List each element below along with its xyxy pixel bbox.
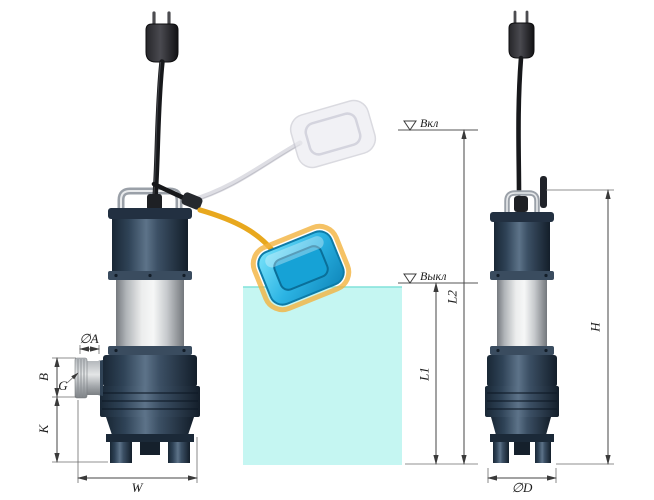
label-b: B xyxy=(36,373,51,381)
level-marker-on: Вкл xyxy=(398,116,478,131)
pump-side-view xyxy=(485,10,559,463)
ext-lines-h xyxy=(546,189,614,465)
label-k: K xyxy=(36,423,51,434)
volute-ribs xyxy=(102,392,198,410)
carry-handle-side-highlight xyxy=(506,192,538,216)
base-plate xyxy=(106,434,194,442)
volute-upper-side xyxy=(487,355,557,387)
dimension-b: B xyxy=(36,357,76,398)
water-area xyxy=(243,286,402,465)
stainless-shell-side xyxy=(497,280,547,346)
ghost-float-body xyxy=(289,99,377,169)
volute-ribs-side xyxy=(487,392,557,410)
dimension-outlet-diameter-d: ∅D xyxy=(487,468,557,495)
water-level-area xyxy=(243,287,402,465)
cable-gland-side xyxy=(514,196,528,212)
motor-housing xyxy=(112,219,188,271)
lower-clamp-band-side xyxy=(490,346,554,355)
foot-right xyxy=(168,442,190,463)
ghost-float-inner xyxy=(304,112,362,156)
power-plug xyxy=(145,23,179,63)
volute-taper xyxy=(106,417,194,435)
label-l1: L1 xyxy=(417,367,432,382)
lower-clamp-band xyxy=(108,346,192,355)
label-l2: L2 xyxy=(445,290,460,305)
dimension-w: W xyxy=(77,400,198,495)
dimensions: ∅A B K G W Вкл Выкл xyxy=(36,116,614,495)
float-cable-stub xyxy=(540,176,547,208)
dimension-outlet-diameter-a: ∅A xyxy=(79,331,100,354)
label-dia-a: ∅A xyxy=(79,331,98,346)
volute-upper xyxy=(103,355,197,387)
foot-center xyxy=(140,442,160,455)
leader-line-g xyxy=(66,372,79,384)
label-g: G xyxy=(58,378,68,393)
level-triangle-icon-off xyxy=(403,273,417,284)
discharge-outlet xyxy=(74,357,103,399)
outlet-body xyxy=(86,361,100,395)
top-flange xyxy=(108,208,192,219)
level-triangle-icon-on xyxy=(403,120,417,131)
upper-clamp-band-side xyxy=(490,271,554,280)
dimension-l1: L1 xyxy=(417,282,439,465)
float-cable-lower xyxy=(197,207,276,254)
label-dia-d: ∅D xyxy=(512,480,533,495)
pump-front-view xyxy=(74,11,200,463)
label-w: W xyxy=(132,480,144,495)
foot-center-side xyxy=(514,442,530,455)
float-inner-panel xyxy=(273,245,329,291)
power-cable-side xyxy=(516,55,524,197)
motor-housing-side xyxy=(494,222,550,271)
foot-left xyxy=(110,442,132,463)
float-cable-upper-shade xyxy=(189,144,301,204)
stainless-shell xyxy=(116,280,184,346)
label-on: Вкл xyxy=(420,116,438,130)
foot-left-side xyxy=(493,442,509,463)
float-cable-upper xyxy=(187,140,303,204)
float-glow xyxy=(250,223,352,313)
base-plate-side xyxy=(490,434,554,442)
dimension-k: K xyxy=(36,396,108,463)
label-off: Выкл xyxy=(420,269,447,283)
upper-clamp-band xyxy=(108,271,192,280)
top-flange-side xyxy=(490,212,554,222)
foot-right-side xyxy=(535,442,551,463)
ext-lines-w xyxy=(77,400,198,483)
label-h: H xyxy=(588,322,603,333)
level-marker-off: Выкл xyxy=(398,269,478,284)
dimension-g: G xyxy=(58,372,79,393)
float-switch-assembly xyxy=(151,99,377,313)
power-plug-side xyxy=(508,22,535,59)
float-gloss-highlight xyxy=(265,236,324,268)
volute-taper-side xyxy=(491,417,551,435)
cable-junction xyxy=(181,192,203,210)
float-switch-lower-position xyxy=(250,223,352,313)
dimension-h: H xyxy=(546,189,614,465)
cable-gland xyxy=(147,194,162,212)
dimension-l2: L2 xyxy=(405,129,478,465)
float-switch-upper-position xyxy=(289,99,377,169)
